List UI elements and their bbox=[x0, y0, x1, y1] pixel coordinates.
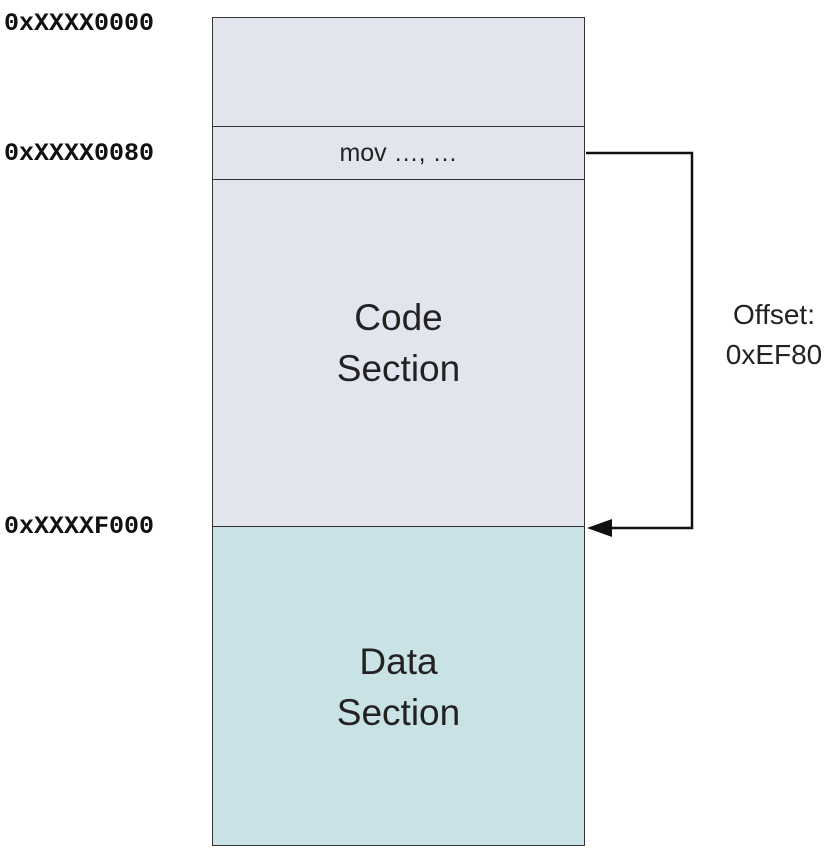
address-data-start-label: 0xXXXXF000 bbox=[4, 512, 155, 541]
address-top-label: 0xXXXX0000 bbox=[4, 9, 155, 38]
data-section-label-line1: Data bbox=[359, 641, 438, 682]
data-section-label-line2: Section bbox=[336, 692, 461, 733]
code-section-label-line1: Code bbox=[354, 297, 443, 338]
instruction-text: mov …, … bbox=[339, 139, 458, 167]
offset-label-line2: 0xEF80 bbox=[725, 339, 823, 370]
offset-label-line1: Offset: bbox=[733, 299, 815, 330]
offset-arrow-head bbox=[587, 519, 612, 537]
offset-arrow-line bbox=[586, 151, 694, 530]
address-instruction-label: 0xXXXX0080 bbox=[4, 139, 155, 168]
instruction-row: mov …, … bbox=[212, 126, 585, 181]
code-section-header-block bbox=[212, 17, 585, 128]
code-section-label-line2: Section bbox=[336, 348, 461, 389]
data-section-block: Data Section bbox=[212, 526, 585, 846]
